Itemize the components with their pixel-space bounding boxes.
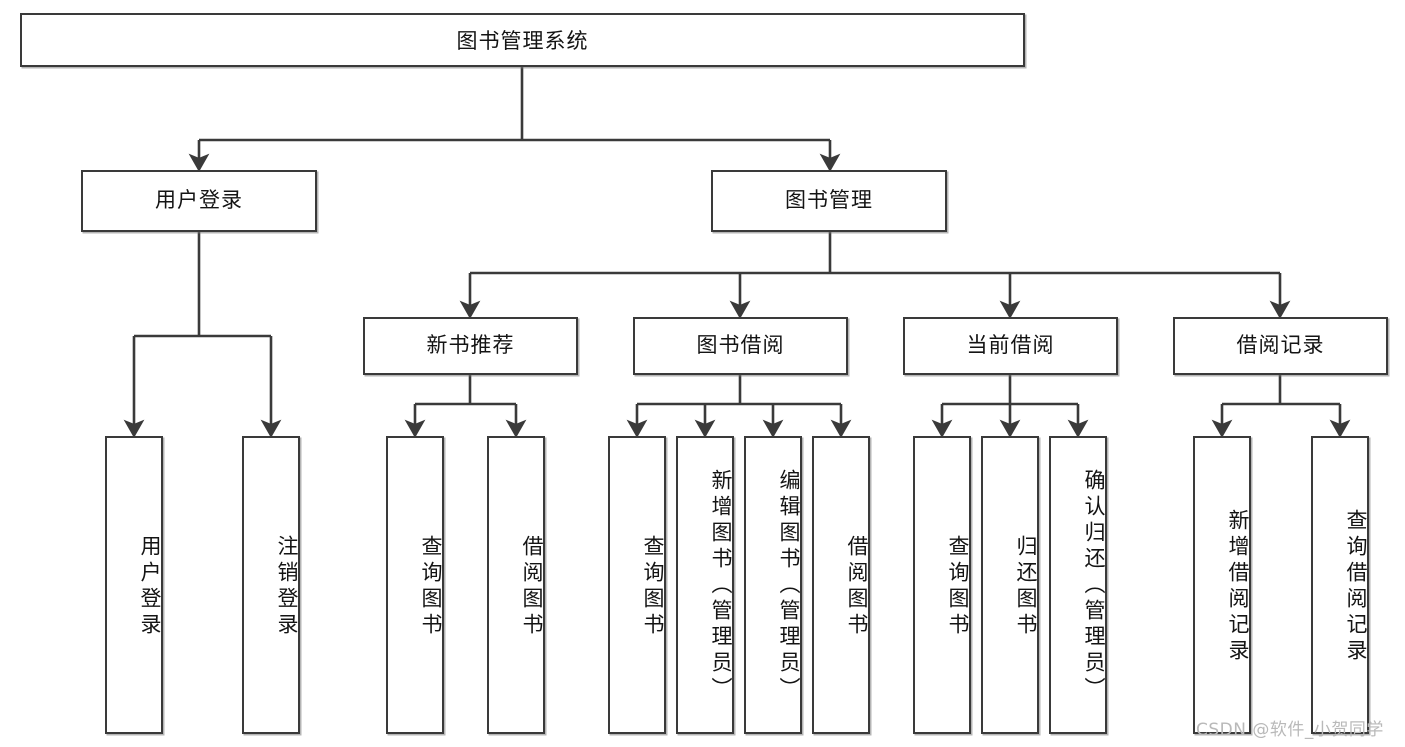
leaf-new-book-query[interactable]: 查询图书 <box>386 436 444 734</box>
leaf-label: 借阅图书 <box>520 535 544 639</box>
leaf-label: 新增借阅记录 <box>1226 509 1250 665</box>
leaf-borrow-add-book-admin[interactable]: 新增图书（管理员） <box>676 436 734 734</box>
node-borrow-record-label: 借阅记录 <box>1236 333 1325 358</box>
node-current-borrow[interactable]: 当前借阅 <box>903 317 1118 375</box>
leaf-current-query-book[interactable]: 查询图书 <box>913 436 971 734</box>
node-user-login-label: 用户登录 <box>155 188 243 213</box>
leaf-label: 注销登录 <box>275 535 299 639</box>
leaf-label: 新增图书（管理员） <box>709 469 733 703</box>
leaf-label: 借阅图书 <box>845 535 869 639</box>
node-book-borrow[interactable]: 图书借阅 <box>633 317 848 375</box>
leaf-user-login-signin[interactable]: 用户登录 <box>105 436 163 734</box>
leaf-label: 编辑图书（管理员） <box>777 469 801 703</box>
leaf-user-login-signout[interactable]: 注销登录 <box>242 436 300 734</box>
leaf-label: 查询图书 <box>641 535 665 639</box>
node-root-system[interactable]: 图书管理系统 <box>20 13 1025 67</box>
leaf-current-confirm-return-admin[interactable]: 确认归还（管理员） <box>1049 436 1107 734</box>
leaf-label: 查询图书 <box>419 535 443 639</box>
leaf-borrow-query-book[interactable]: 查询图书 <box>608 436 666 734</box>
leaf-label: 用户登录 <box>138 535 162 639</box>
node-book-borrow-label: 图书借阅 <box>696 333 785 358</box>
node-borrow-record[interactable]: 借阅记录 <box>1173 317 1388 375</box>
node-book-management[interactable]: 图书管理 <box>711 170 947 232</box>
node-new-book-recommend-label: 新书推荐 <box>426 333 515 358</box>
leaf-current-return-book[interactable]: 归还图书 <box>981 436 1039 734</box>
node-current-borrow-label: 当前借阅 <box>966 333 1055 358</box>
node-root-label: 图书管理系统 <box>456 29 589 53</box>
leaf-label: 查询图书 <box>946 535 970 639</box>
leaf-record-query[interactable]: 查询借阅记录 <box>1311 436 1369 734</box>
leaf-borrow-borrow-book[interactable]: 借阅图书 <box>812 436 870 734</box>
node-user-login[interactable]: 用户登录 <box>81 170 317 232</box>
leaf-label: 归还图书 <box>1014 535 1038 639</box>
leaf-new-book-borrow[interactable]: 借阅图书 <box>487 436 545 734</box>
leaf-record-add[interactable]: 新增借阅记录 <box>1193 436 1251 734</box>
csdn-watermark: CSDN @软件_小贺同学 <box>1196 720 1384 740</box>
node-new-book-recommend[interactable]: 新书推荐 <box>363 317 578 375</box>
leaf-label: 查询借阅记录 <box>1344 509 1368 665</box>
leaf-borrow-edit-book-admin[interactable]: 编辑图书（管理员） <box>744 436 802 734</box>
leaf-label: 确认归还（管理员） <box>1082 469 1106 703</box>
node-book-management-label: 图书管理 <box>785 188 873 213</box>
